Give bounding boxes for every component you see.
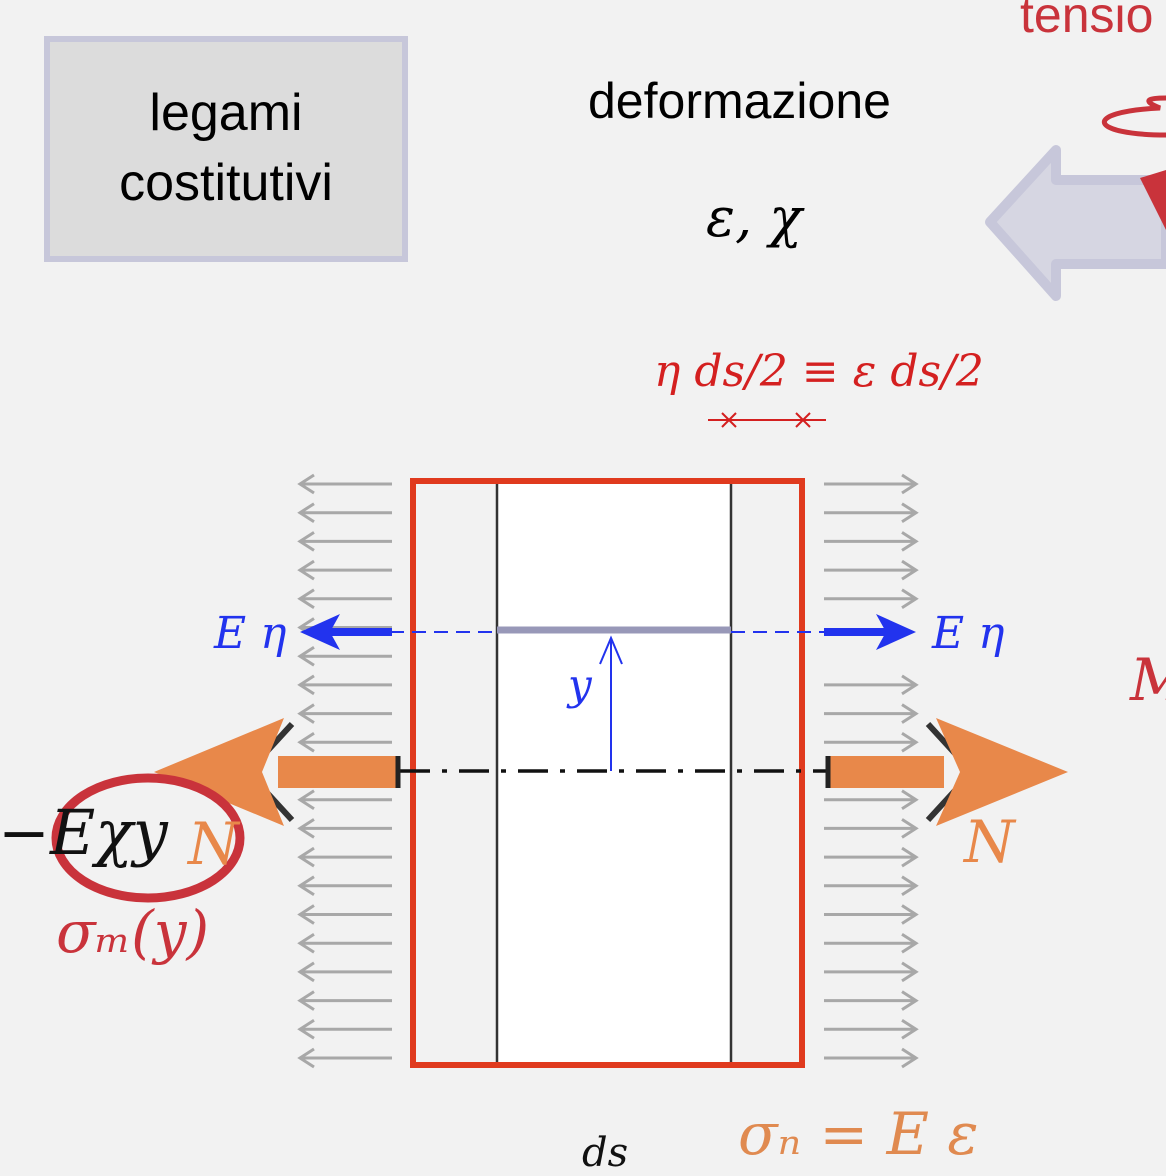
stress-arrow-left xyxy=(297,732,392,753)
e-eta-label-right: E η xyxy=(932,608,1005,659)
stress-arrow-left xyxy=(297,645,392,667)
y-axis-arrow-icon xyxy=(599,635,623,771)
stress-arrow-right xyxy=(824,502,919,523)
stress-arrow-right xyxy=(824,559,919,581)
highlight-ellipse xyxy=(51,773,245,903)
stress-arrow-left xyxy=(297,531,392,552)
stress-arrow-left xyxy=(297,789,392,810)
stress-arrow-right xyxy=(824,531,919,552)
box-line-1: legami xyxy=(149,84,303,143)
stress-arrow-right xyxy=(824,588,919,610)
stress-arrow-right xyxy=(824,1019,919,1040)
strain-curvature-symbols: ε, χ xyxy=(706,186,803,249)
stress-arrow-left xyxy=(297,904,392,925)
stress-arrow-right xyxy=(824,473,919,495)
n-label-right: N xyxy=(964,808,1015,876)
stress-arrow-right xyxy=(824,703,919,724)
box-line-2: costitutivi xyxy=(119,154,333,212)
stress-arrow-right xyxy=(824,846,919,868)
n-label-left: N xyxy=(188,810,239,878)
m-label-partial: M xyxy=(1130,646,1166,714)
stress-arrow-left xyxy=(297,703,392,724)
stress-arrow-right xyxy=(824,904,919,925)
stress-arrow-left xyxy=(297,932,392,954)
n-arrow-right-icon xyxy=(825,718,1068,826)
stress-arrow-right xyxy=(824,732,919,753)
stress-arrow-right xyxy=(824,674,919,696)
stress-arrow-right xyxy=(824,875,919,897)
stress-arrow-right xyxy=(824,818,919,839)
dimension-line xyxy=(708,412,826,428)
deformation-title: deformazione xyxy=(588,73,891,129)
e-eta-label-left: E η xyxy=(214,608,287,659)
element-core xyxy=(497,483,731,1063)
elongation-label: η ds/2 ≡ ε ds/2 xyxy=(654,346,984,397)
e-eta-arrow-right-icon xyxy=(824,614,916,650)
bending-stress-formula: −Eχy xyxy=(0,796,168,869)
red-arrowhead-icon xyxy=(1140,170,1166,230)
constitutive-laws-box: legami costitutivi xyxy=(44,36,408,262)
element-frame xyxy=(410,478,805,1068)
sigma-m-label: σₘ(y) xyxy=(56,898,210,966)
stress-arrow-left xyxy=(297,846,392,868)
stress-arrow-left xyxy=(297,588,392,610)
stress-arrow-right xyxy=(824,961,919,983)
stress-arrow-left xyxy=(297,875,392,897)
sigma-n-formula: σₙ = E ε xyxy=(738,1100,979,1168)
red-curve-decoration xyxy=(1102,95,1166,138)
stress-arrow-left xyxy=(297,674,392,696)
hollow-arrow-left-icon xyxy=(985,145,1166,301)
ds-label-bottom: ds xyxy=(582,1130,629,1176)
stress-arrow-left xyxy=(297,961,392,983)
stress-arrow-left xyxy=(297,502,392,523)
stress-arrow-left xyxy=(297,990,392,1011)
e-eta-arrow-left-icon xyxy=(300,614,392,650)
n-arrow-left-icon xyxy=(154,718,401,826)
stress-arrow-right xyxy=(824,789,919,810)
stress-arrow-left xyxy=(297,473,392,495)
stress-arrow-left xyxy=(297,818,392,839)
stress-arrow-right xyxy=(824,990,919,1011)
stress-arrow-left xyxy=(297,1047,392,1069)
stress-arrow-left xyxy=(297,559,392,581)
stress-arrow-left xyxy=(297,1019,392,1040)
y-label: y xyxy=(568,660,592,709)
stress-arrow-right xyxy=(824,932,919,954)
tension-title-partial: tensio xyxy=(1020,0,1154,43)
stress-arrow-right xyxy=(824,1047,919,1069)
